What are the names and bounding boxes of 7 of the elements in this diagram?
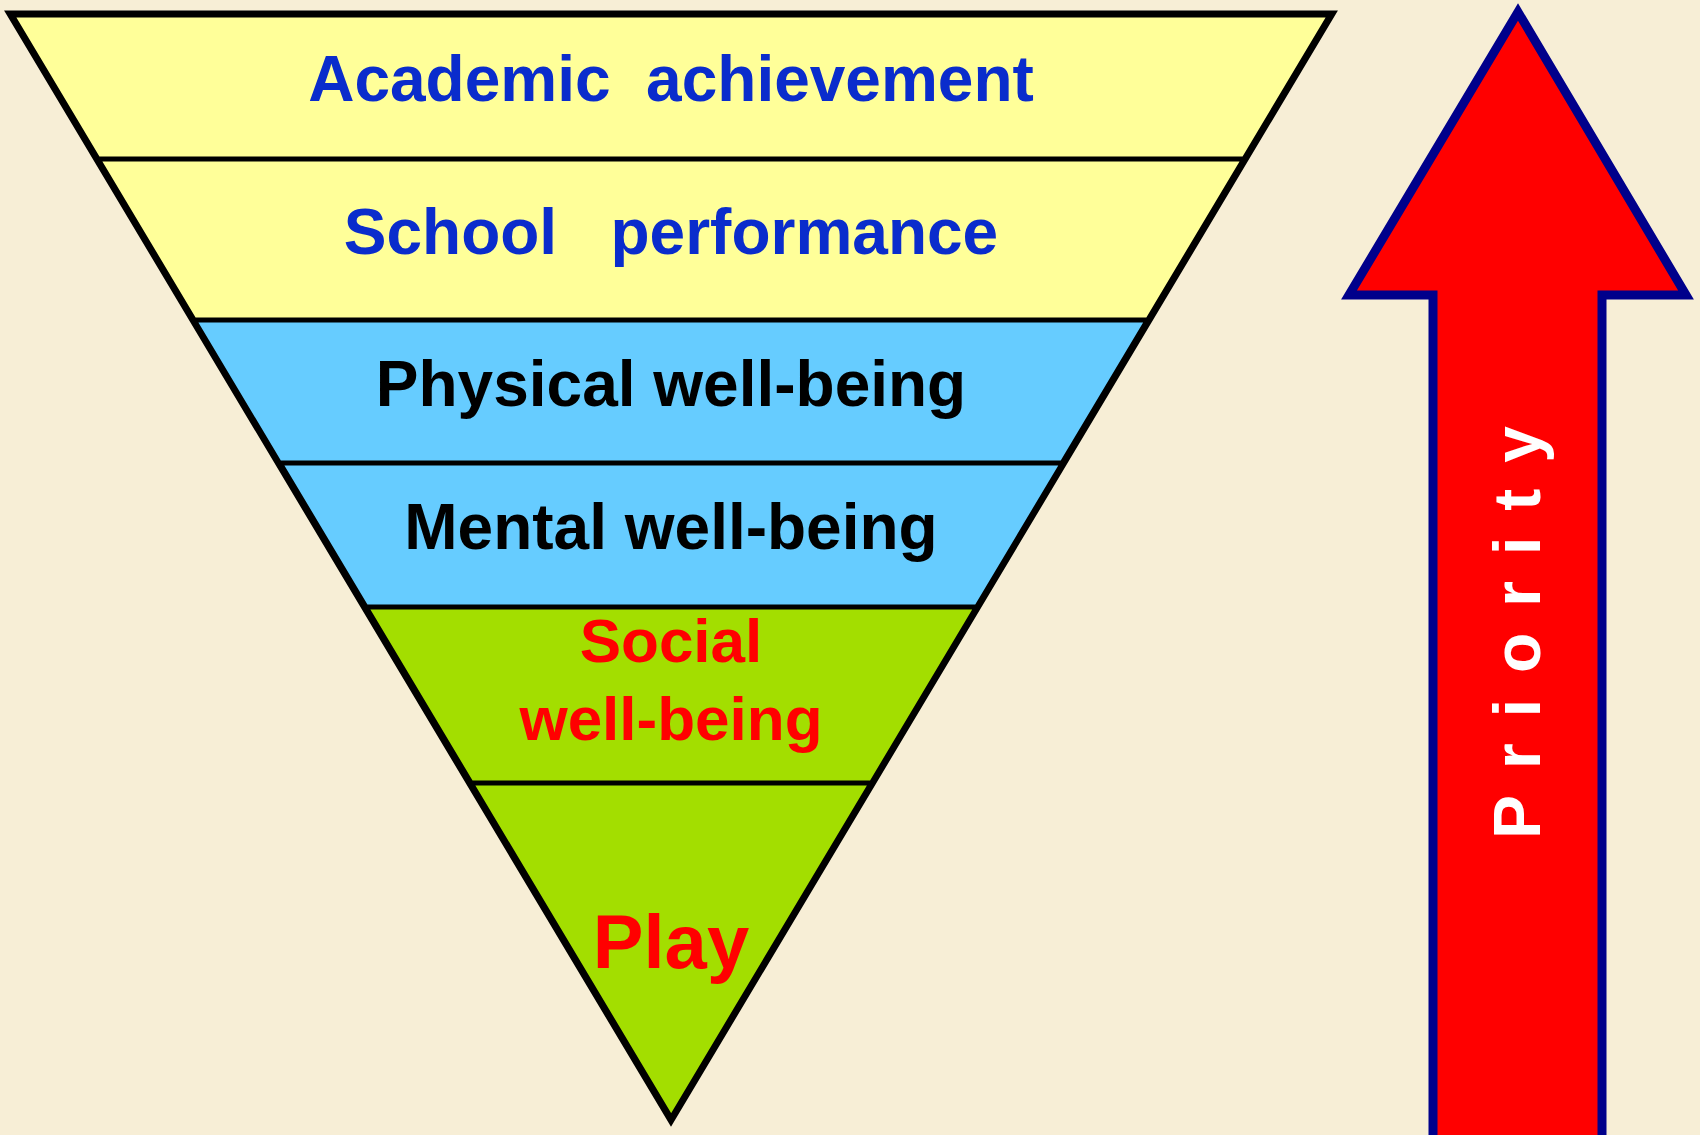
- band-label: Mental well-being: [403, 490, 939, 565]
- band-label: Physical well-being: [374, 346, 968, 422]
- band-label: Academic achievement: [307, 42, 1035, 117]
- band-label: School performance: [342, 194, 1000, 270]
- arrow-label: Priority: [1479, 400, 1555, 840]
- band-label: Social well-being: [518, 605, 824, 755]
- band-label: Play: [591, 897, 751, 986]
